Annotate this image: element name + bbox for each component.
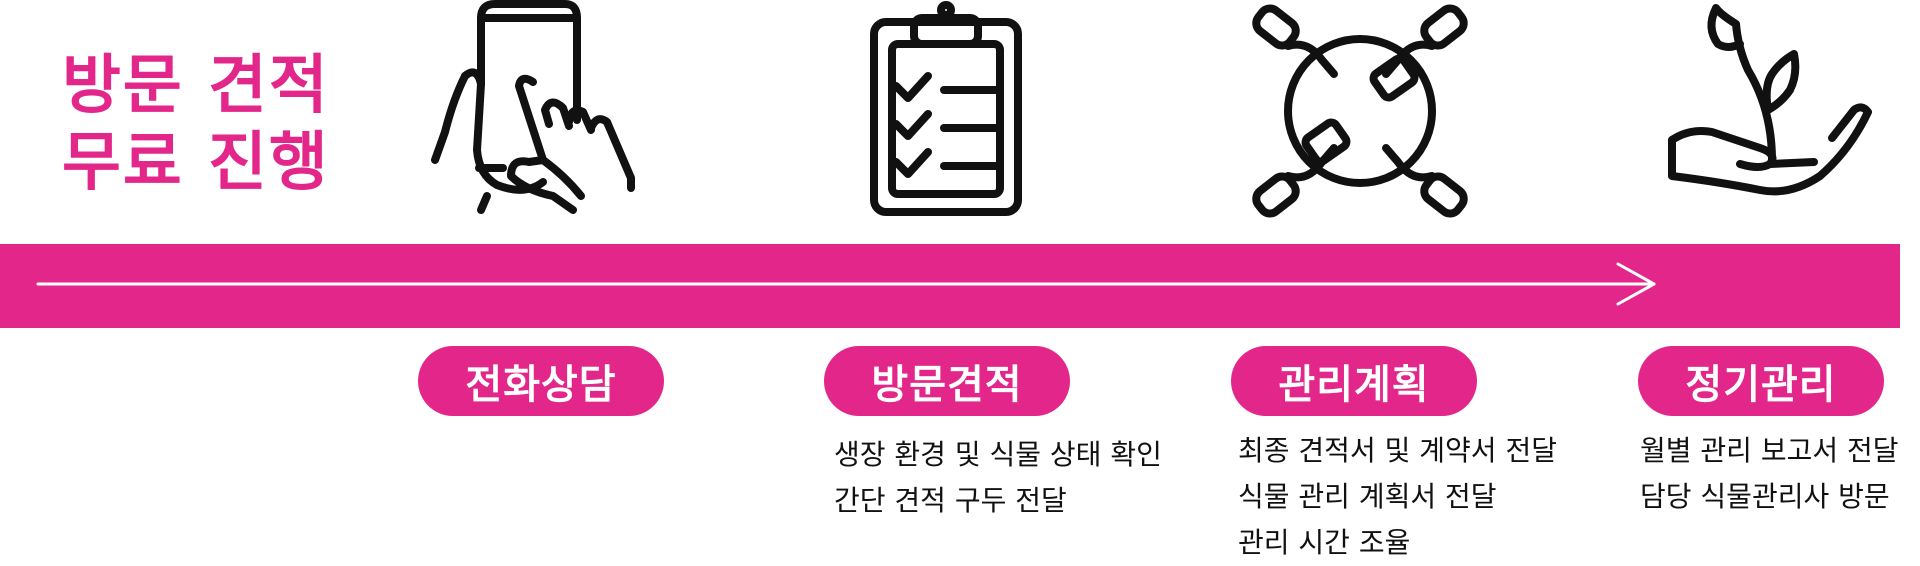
description-line: 식물 관리 계획서 전달	[1238, 480, 1497, 513]
arrow-right-icon	[36, 262, 1656, 306]
step-description-management-plan: 최종 견적서 및 계약서 전달 식물 관리 계획서 전달 관리 시간 조율	[1238, 428, 1557, 566]
description-line: 월별 관리 보고서 전달	[1640, 434, 1899, 467]
step-pill-management-plan: 관리계획	[1231, 346, 1477, 416]
handshake-agreement-icon	[1252, 4, 1468, 218]
timeline-band	[0, 244, 1900, 328]
step-pill-regular-care: 정기관리	[1638, 346, 1884, 416]
title-line-1: 방문 견적	[62, 49, 330, 123]
description-line: 담당 식물관리사 방문	[1640, 480, 1890, 513]
title-line-2: 무료 진행	[62, 126, 330, 200]
description-line: 최종 견적서 및 계약서 전달	[1238, 434, 1557, 467]
description-line: 관리 시간 조율	[1238, 526, 1411, 559]
step-pill-phone-consult: 전화상담	[418, 346, 664, 416]
step-pill-visit-estimate: 방문견적	[824, 346, 1070, 416]
description-line: 간단 견적 구두 전달	[834, 484, 1067, 517]
description-line: 생장 환경 및 식물 상태 확인	[834, 438, 1162, 471]
phone-touch-icon	[431, 0, 635, 214]
clipboard-checklist-icon	[870, 1, 1022, 216]
page-title: 방문 견적 무료 진행	[62, 48, 330, 202]
step-description-regular-care: 월별 관리 보고서 전달 담당 식물관리사 방문	[1640, 428, 1899, 520]
step-description-visit-estimate: 생장 환경 및 식물 상태 확인 간단 견적 구두 전달	[834, 432, 1162, 524]
hand-plant-sprout-icon	[1668, 4, 1872, 196]
